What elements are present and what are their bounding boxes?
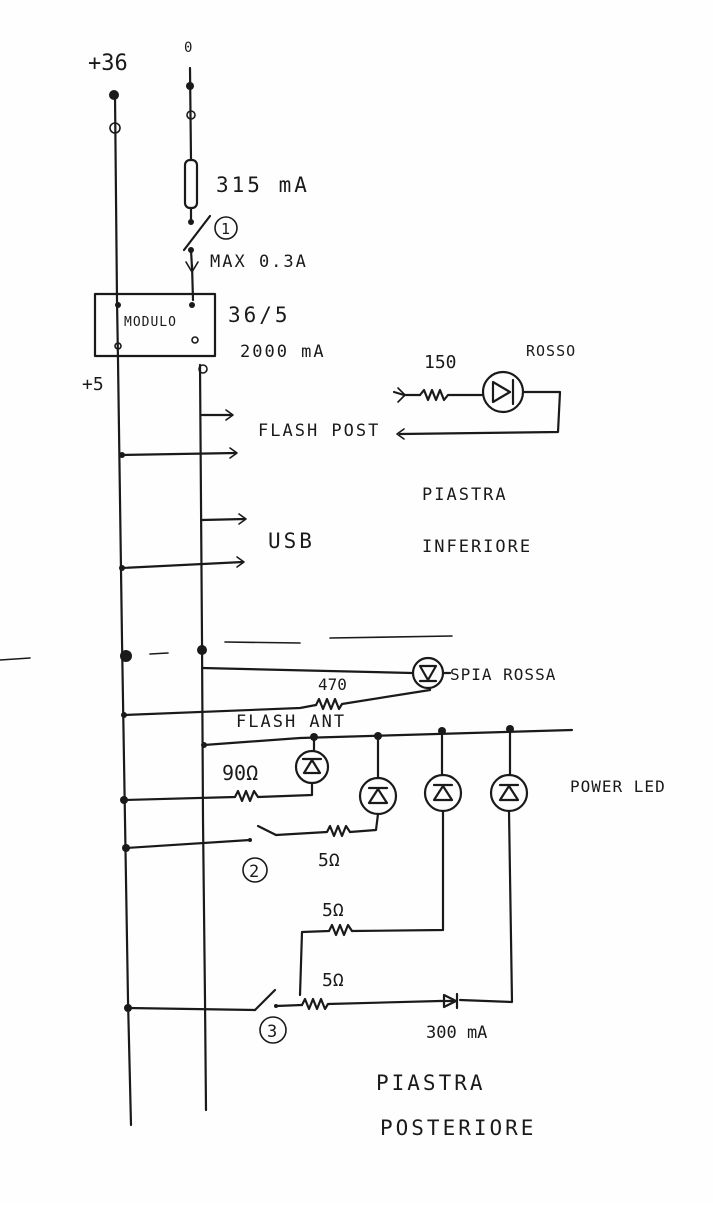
switch2-number: 2 (249, 862, 259, 882)
power-led-label: POWER LED (570, 777, 666, 796)
resistor-470-label: 470 (318, 675, 347, 694)
switch1-badge: 1 (214, 216, 238, 240)
switch2-badge: 2 (242, 857, 268, 883)
diode-current-label: 300 mA (426, 1023, 487, 1043)
flash-post-outputs (119, 409, 238, 459)
resistor-150-label: 150 (424, 352, 457, 373)
rear-board-title-1: PIASTRA (376, 1071, 486, 1095)
resistor-switch2-label: 5Ω (318, 850, 340, 871)
resistor-90-label: 90Ω (222, 761, 258, 785)
resistor-lower-label: 5Ω (322, 970, 344, 991)
module-ratio-label: 36/5 (228, 303, 291, 327)
rear-board-title-2: POSTERIORE (380, 1116, 536, 1140)
flash-ant-label: FLASH ANT (236, 712, 346, 732)
power-led-3 (298, 729, 463, 997)
max-current-label: MAX 0.3A (210, 252, 308, 272)
zero-label: 0 (184, 40, 192, 56)
resistor-upper-label: 5Ω (322, 900, 344, 921)
usb-outputs (119, 513, 247, 571)
plus36-label: +36 (88, 51, 128, 76)
board-divider (0, 635, 453, 662)
switch3-badge: 3 (259, 1016, 287, 1044)
module-box: MODULO (93, 292, 217, 358)
usb-label: USB (268, 529, 315, 553)
switch1-number: 1 (221, 220, 230, 238)
lower-board-led-circuit (392, 370, 562, 440)
flash-ant-bus (201, 725, 574, 748)
fuse-symbol (182, 158, 212, 273)
lower-board-title-2: INFERIORE (422, 537, 532, 557)
lower-board-title-1: PIASTRA (422, 485, 508, 505)
switch3-branch (124, 988, 459, 1012)
plus5-label: +5 (82, 374, 104, 395)
module-name: MODULO (124, 315, 177, 330)
left-rail (109, 90, 133, 1127)
switch3-number: 3 (267, 1022, 277, 1042)
power-led-4 (458, 727, 529, 1004)
module-current-label: 2000 mA (240, 342, 326, 362)
power-led-2 (122, 734, 398, 852)
indicator-circuit (121, 656, 452, 718)
spia-rossa-label: SPIA ROSSA (450, 665, 556, 684)
flash-post-label: FLASH POST (258, 421, 380, 441)
fuse-rating-label: 315 mA (216, 173, 310, 197)
led-rosso-label: ROSSO (526, 342, 576, 360)
power-led-1 (120, 735, 330, 804)
